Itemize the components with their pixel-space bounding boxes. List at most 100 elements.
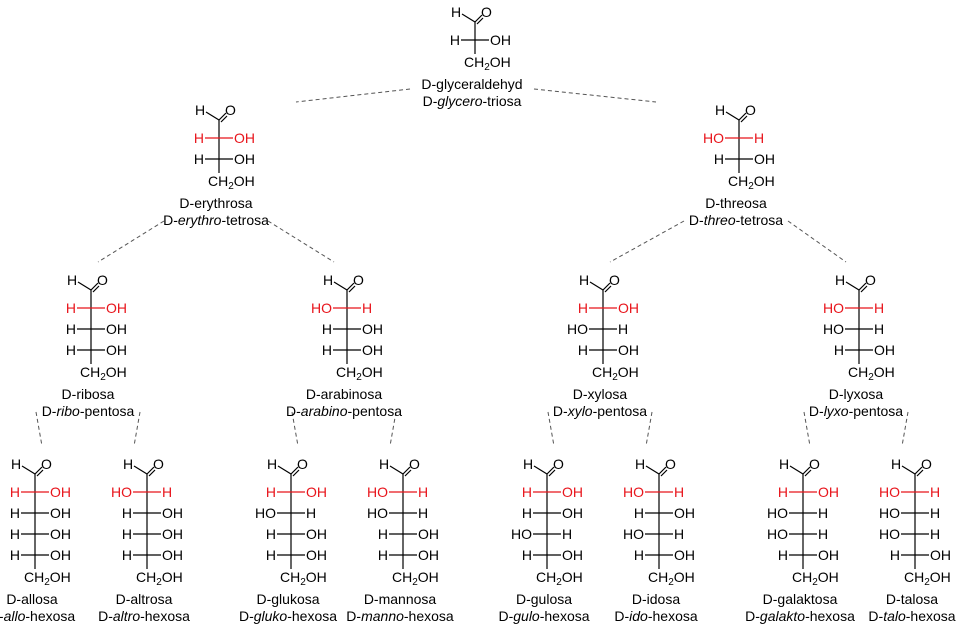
aldehyde-o-atom: O: [41, 456, 52, 472]
right-substituent: OH: [418, 526, 439, 542]
sugar-common-name: D-lyxosa: [828, 386, 884, 402]
aldehyde-bond: [277, 465, 292, 475]
right-substituent: H: [162, 484, 173, 500]
aldehyde-h-atom: H: [891, 456, 902, 472]
right-substituent: OH: [306, 484, 327, 500]
aldehyde-o-atom: O: [665, 456, 676, 472]
sugar-common-name: D-mannosa: [363, 591, 437, 607]
aldehyde-bond: [533, 465, 548, 475]
aldehyde-bond: [645, 465, 660, 475]
aldehyde-h-atom: H: [11, 456, 22, 472]
carbonyl-bond: [474, 14, 483, 23]
aldehyde-h-atom: H: [67, 272, 78, 288]
left-substituent: H: [121, 526, 132, 542]
ch2oh-group: CH2OH: [208, 173, 255, 192]
left-substituent: HO: [879, 526, 900, 542]
left-substituent: H: [9, 484, 20, 500]
right-substituent: OH: [818, 547, 839, 563]
sugar-systematic-name: D-ido-hexosa: [614, 608, 698, 624]
right-substituent: OH: [362, 342, 383, 358]
right-substituent: OH: [50, 505, 71, 521]
ch2oh-group: CH2OH: [464, 54, 511, 73]
aldehyde-bond: [21, 465, 36, 475]
sugar-common-name: D-erythrosa: [179, 195, 253, 211]
right-substituent: H: [930, 526, 941, 542]
carbonyl-bond: [602, 282, 611, 291]
left-substituent: HO: [767, 505, 788, 521]
carbonyl-double-bond: [916, 469, 924, 477]
aldehyde-bond: [133, 465, 148, 475]
left-substituent: H: [121, 547, 132, 563]
aldehyde-bond: [333, 281, 348, 291]
connector-dashed-line: [533, 88, 657, 103]
carbonyl-double-bond: [604, 285, 612, 293]
left-substituent: HO: [823, 300, 844, 316]
carbonyl-bond: [402, 466, 411, 475]
right-substituent: OH: [106, 300, 127, 316]
aldehyde-o-atom: O: [609, 272, 620, 288]
aldehyde-o-atom: O: [745, 102, 756, 118]
aldehyde-bond: [205, 111, 220, 121]
carbonyl-double-bond: [148, 469, 156, 477]
aldehyde-bond: [901, 465, 916, 475]
left-substituent: H: [889, 547, 900, 563]
connector-dashed-line: [547, 411, 555, 447]
sugar-systematic-name: D-gulo-hexosa: [498, 608, 590, 624]
carbonyl-double-bond: [404, 469, 412, 477]
sugar-common-name: D-ribosa: [61, 386, 115, 402]
connector-dashed-line: [267, 220, 335, 263]
right-substituent: OH: [162, 547, 183, 563]
connector-dashed-line: [133, 411, 141, 447]
left-substituent: H: [713, 151, 724, 167]
sugar-systematic-name: D-threo-tetrosa: [688, 212, 784, 228]
aldehyde-h-atom: H: [779, 456, 790, 472]
right-substituent: OH: [562, 484, 583, 500]
carbonyl-double-bond: [476, 17, 484, 25]
ch2oh-group: CH2OH: [392, 569, 439, 588]
left-substituent: H: [321, 321, 332, 337]
aldehyde-h-atom: H: [835, 272, 846, 288]
right-substituent: OH: [362, 321, 383, 337]
left-substituent: H: [65, 300, 76, 316]
aldehyde-bond: [589, 281, 604, 291]
left-substituent: H: [777, 484, 788, 500]
ch2oh-group: CH2OH: [792, 569, 839, 588]
carbonyl-bond: [218, 112, 227, 121]
carbonyl-bond: [738, 112, 747, 121]
sugar-common-name: D-galaktosa: [762, 591, 838, 607]
carbonyl-double-bond: [36, 469, 44, 477]
sugar-common-name: D-glukosa: [256, 591, 320, 607]
connector-dashed-line: [609, 220, 685, 263]
carbonyl-double-bond: [220, 115, 228, 123]
carbonyl-bond: [858, 282, 867, 291]
connector-dashed-line: [295, 88, 411, 103]
left-substituent: HO: [703, 130, 724, 146]
aldehyde-h-atom: H: [523, 456, 534, 472]
aldehyde-o-atom: O: [553, 456, 564, 472]
right-substituent: H: [418, 505, 429, 521]
connector-dashed-line: [803, 411, 811, 447]
aldehyde-h-atom: H: [579, 272, 590, 288]
carbonyl-bond: [346, 282, 355, 291]
right-substituent: H: [930, 484, 941, 500]
sugar-common-name: D-arabinosa: [305, 386, 383, 402]
carbonyl-double-bond: [292, 469, 300, 477]
sugar-common-name: D-gulosa: [515, 591, 573, 607]
right-substituent: OH: [162, 526, 183, 542]
left-substituent: HO: [823, 321, 844, 337]
right-substituent: OH: [674, 505, 695, 521]
left-substituent: HO: [311, 300, 332, 316]
right-substituent: H: [674, 484, 685, 500]
left-substituent: H: [377, 526, 388, 542]
connector-dashed-line: [35, 411, 43, 447]
left-substituent: H: [265, 526, 276, 542]
aldehyde-o-atom: O: [297, 456, 308, 472]
aldehyde-o-atom: O: [481, 4, 492, 20]
sugar-common-name: D-allosa: [6, 591, 58, 607]
aldehyde-o-atom: O: [809, 456, 820, 472]
right-substituent: OH: [50, 526, 71, 542]
right-substituent: H: [874, 321, 885, 337]
left-substituent: HO: [367, 505, 388, 521]
left-substituent: H: [833, 342, 844, 358]
sugar-common-name: D-talosa: [885, 591, 939, 607]
